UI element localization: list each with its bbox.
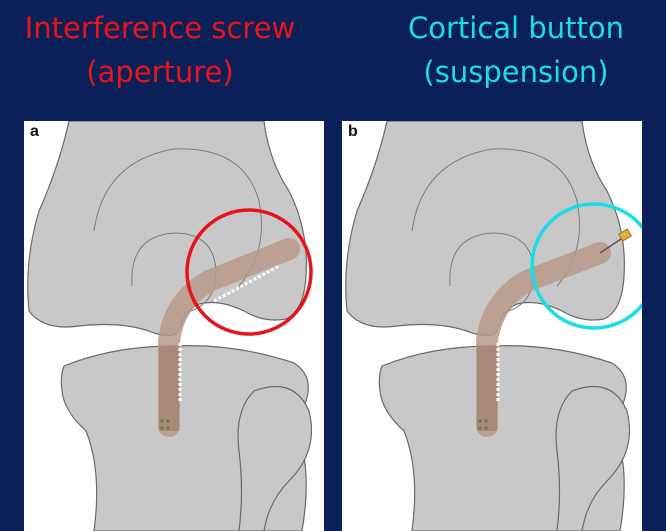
- femur: [346, 121, 625, 336]
- panel-b-cortical-button: b: [342, 121, 642, 531]
- knee-diagram-b: [342, 121, 642, 531]
- panel-a-letter: a: [30, 123, 39, 141]
- cortical-button-heading: Cortical button (suspension): [366, 6, 666, 94]
- panel-a-interference-screw: a: [24, 121, 324, 531]
- suspension-label: (suspension): [366, 50, 666, 94]
- aperture-label: (aperture): [10, 50, 310, 94]
- knee-diagram-a: [24, 121, 324, 531]
- interference-screw-label: Interference screw: [10, 6, 310, 50]
- femur: [28, 121, 307, 336]
- cortical-button-label: Cortical button: [366, 6, 666, 50]
- interference-screw-heading: Interference screw (aperture): [10, 6, 310, 94]
- panel-b-letter: b: [348, 123, 358, 141]
